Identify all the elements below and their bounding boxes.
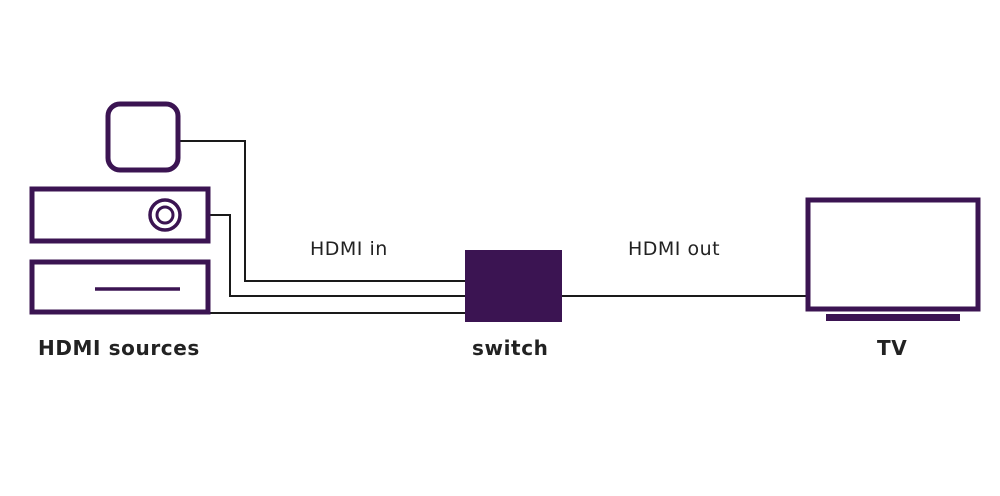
wire-streaming-box [178,140,465,282]
tv-label: TV [877,336,908,360]
tv-icon [805,197,981,321]
hdmi-out-label: HDMI out [628,238,721,260]
wire-player [208,214,465,297]
hdmi-sources-group [29,101,211,315]
tv-stand [826,314,960,321]
player-icon [29,186,211,244]
streaming-box-icon [105,101,181,173]
switch-icon [465,250,562,322]
tv-screen [805,197,981,312]
hdmi-in-label: HDMI in [310,238,388,260]
disc-icon [148,198,182,232]
switch-label: switch [472,336,549,360]
hdmi-sources-label: HDMI sources [38,336,200,360]
receiver-icon [29,259,211,315]
wires [178,140,808,314]
